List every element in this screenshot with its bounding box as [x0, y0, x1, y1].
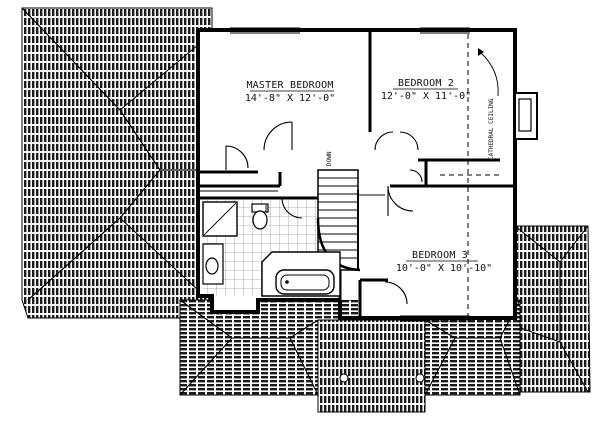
bedroom-2-dims: 12'-0" X 11'-0"	[381, 91, 471, 102]
chimney	[514, 92, 538, 140]
closet-shelf	[200, 190, 278, 212]
cathedral-ceiling-label: CATHEDRAL CEILING	[488, 98, 495, 160]
roof-right	[514, 225, 591, 393]
bedroom-2-label: BEDROOM 2	[398, 78, 454, 89]
master-bedroom-label: MASTER BEDROOM	[246, 80, 333, 91]
master-bedroom-dims: 14'-8" X 12'-0"	[245, 93, 335, 104]
ceiling-arrow	[478, 48, 499, 97]
roof-front	[179, 299, 521, 413]
bathroom-fixtures	[202, 201, 341, 297]
exterior-walls	[196, 28, 517, 320]
windows	[230, 27, 470, 322]
bedroom-3-dims: 10'-0" X 10'-10"	[396, 263, 492, 274]
bedroom-3-label: BEDROOM 3	[412, 250, 468, 261]
cathedral-ceiling-line	[440, 34, 500, 318]
room-labels: MASTER BEDROOM 14'-8" X 12'-0" BEDROOM 2…	[245, 78, 495, 274]
doors	[225, 121, 423, 305]
roof-left	[21, 7, 213, 319]
stairs-down-label: DOWN	[326, 151, 333, 166]
